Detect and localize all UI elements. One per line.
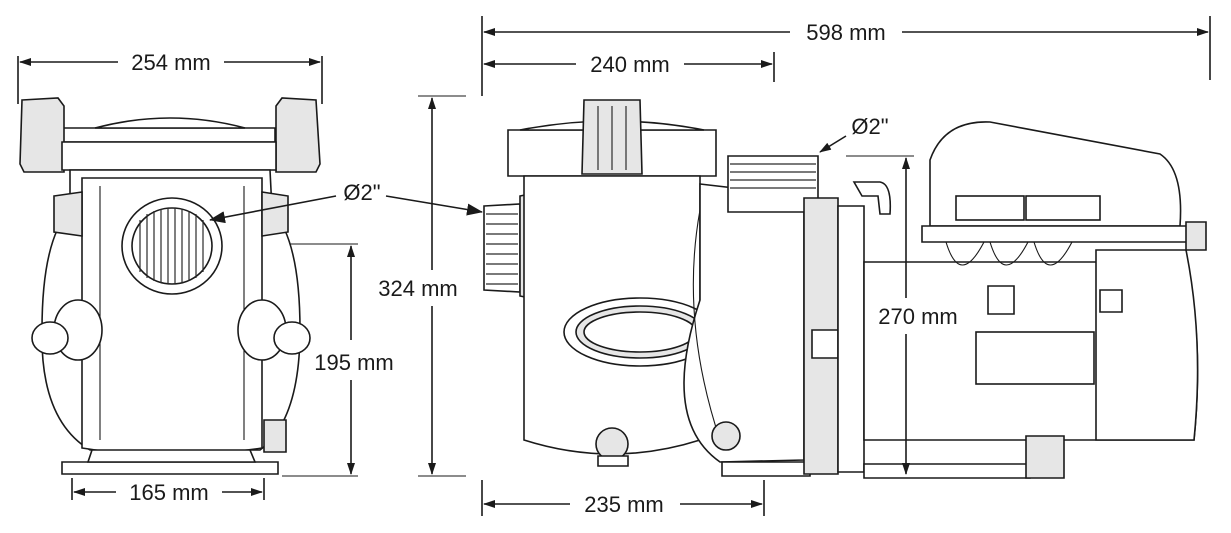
base-length-label: 235 mm: [584, 492, 663, 517]
side-height-label: 324 mm: [378, 276, 457, 301]
front-height-dimension: 195 mm: [282, 243, 394, 477]
side-view: [483, 99, 1207, 479]
outlet-port-label: Ø2": [851, 114, 888, 139]
outlet-port-callout: Ø2": [819, 114, 889, 153]
base-length-dimension: 235 mm: [481, 480, 765, 517]
front-height-label: 195 mm: [314, 350, 393, 375]
total-length-label: 598 mm: [806, 20, 885, 45]
front-port-label: Ø2": [343, 180, 380, 205]
front-width-label: 254 mm: [131, 50, 210, 75]
front-width-dimension: 254 mm: [17, 50, 323, 104]
side-height-dimension: 324 mm: [378, 95, 466, 477]
front-base-dimension: 165 mm: [71, 478, 265, 505]
motor-height-label: 270 mm: [878, 304, 957, 329]
front-port-callout: Ø2": [209, 180, 483, 224]
motor-height-dimension: 270 mm: [846, 155, 958, 475]
pump-length-dimension: 240 mm: [483, 52, 775, 82]
total-length-dimension: 598 mm: [481, 16, 1211, 96]
front-base-label: 165 mm: [129, 480, 208, 505]
front-view: [19, 97, 321, 475]
pump-length-label: 240 mm: [590, 52, 669, 77]
